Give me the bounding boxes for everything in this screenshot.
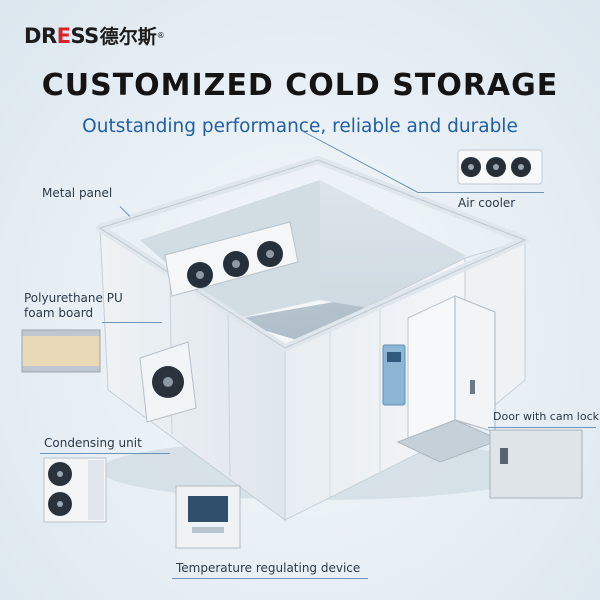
logo-chinese: 德尔斯 [99,26,157,48]
label-temperature-device: Temperature regulating device [176,561,361,575]
air-cooler-thumbnail [457,149,543,185]
logo-letter: E [56,23,71,48]
callout-line-condensing [40,453,170,454]
label-metal-panel: Metal panel [42,186,113,200]
callout-line-air-cooler [418,192,544,193]
page-title: CUSTOMIZED COLD STORAGE [41,68,559,103]
logo-letter: S [70,23,85,48]
temperature-device-thumbnail [175,485,241,549]
condensing-unit-thumbnail [43,457,107,523]
callout-line-door [488,427,596,428]
fan-icon [223,251,249,277]
label-door-cam-lock: Door with cam lock [493,410,599,423]
fan-icon [187,262,213,288]
label-pu-foam: Polyurethane PU foam board [24,291,123,320]
callout-line-temperature [172,578,368,579]
logo-latin-text: DRESS [24,24,99,48]
logo-letter: D [24,23,41,48]
logo-letter: R [40,23,57,48]
label-condensing-unit: Condensing unit [44,436,142,450]
pu-foam-thumbnail [21,329,101,373]
door-lock-thumbnail [489,429,583,499]
cam-lock-handle [470,380,475,394]
door-opening [407,295,456,441]
door-icon [454,295,496,433]
logo-registered-mark: ® [156,31,165,40]
label-air-cooler: Air cooler [458,196,516,210]
logo-latin: DRESS [24,24,99,48]
air-cooler-unit [164,221,299,297]
callout-line-pu-foam [102,322,162,323]
page-subtitle: Outstanding performance, reliable and du… [82,116,518,137]
logo-letter: S [84,23,99,48]
brand-logo: DRESS 德尔斯 ® [24,22,165,49]
condensing-unit [139,341,197,423]
fan-icon [257,241,283,267]
